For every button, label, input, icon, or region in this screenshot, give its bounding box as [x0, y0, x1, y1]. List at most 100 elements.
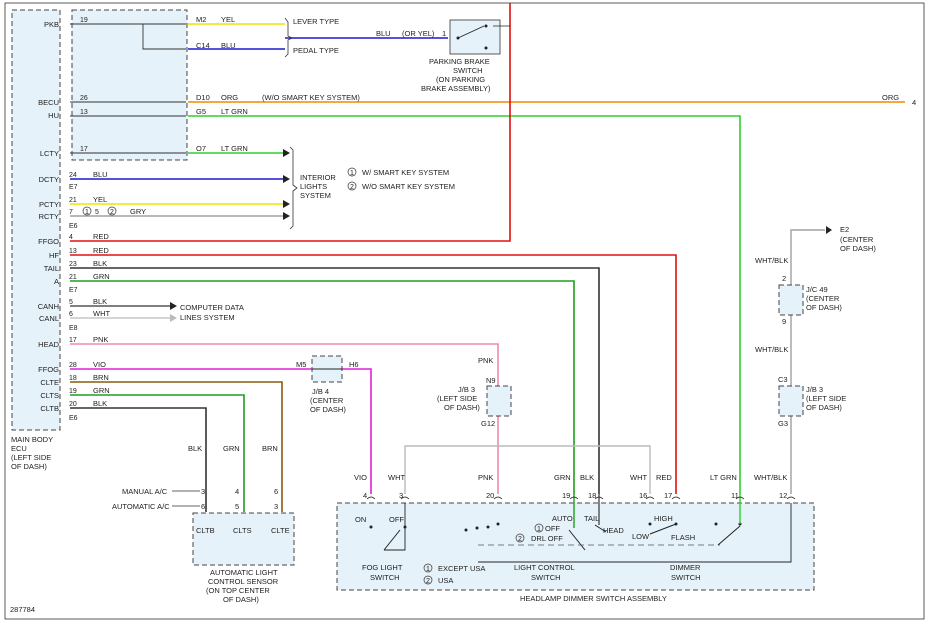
- wire-color: GRN: [223, 444, 240, 453]
- computer-data-label: COMPUTER DATA: [180, 303, 244, 312]
- ecu-pin-clte: CLTE: [40, 378, 59, 387]
- wire-color: BLU: [93, 170, 108, 179]
- automatic-ac-label: AUTOMATIC A/C: [112, 502, 170, 511]
- jb3-left-box: [487, 386, 511, 416]
- canl-arrow: [170, 314, 177, 322]
- pin-num: 21: [69, 274, 77, 281]
- ecu-pin-dcty: DCTY: [39, 175, 59, 184]
- smart-key-legend-1: W/ SMART KEY SYSTEM: [362, 168, 449, 177]
- pin-num: 13: [80, 109, 88, 116]
- smart-key-note: (W/O SMART KEY SYSTEM): [262, 93, 360, 102]
- hs-pin: 12: [779, 491, 787, 500]
- wire-color: WHT/BLK: [755, 345, 788, 354]
- dimmer-low: LOW: [632, 532, 650, 541]
- wire-hf: [70, 254, 677, 494]
- ecu-pin-becu: BECU: [38, 98, 59, 107]
- jb-d10: D10: [196, 93, 210, 102]
- ecu-pin-hu: HU: [48, 111, 59, 120]
- junction-box: [72, 10, 187, 160]
- wire-cltb: [70, 407, 207, 512]
- wire-head: [70, 343, 499, 494]
- dimmer-label: DIMMER: [670, 563, 701, 572]
- wire-color: WHT: [630, 473, 647, 482]
- jb3-right-label: J/B 3: [806, 385, 823, 394]
- circled-1: 1: [85, 209, 89, 216]
- pedal-type-label: PEDAL TYPE: [293, 46, 339, 55]
- sensor-pin: 4: [235, 487, 239, 496]
- jb-m2: M2: [196, 15, 206, 24]
- hs-wire-colors: VIO WHT PNK GRN BLK WHT RED LT GRN WHT/B…: [354, 473, 787, 482]
- legend-usa: USA: [438, 576, 453, 585]
- diagram-frame: [4, 2, 925, 620]
- ecu-pin-ffgo: FFGO: [38, 237, 59, 246]
- circled-2: 2: [518, 536, 522, 543]
- jb3-right-label: OF DASH): [806, 403, 842, 412]
- jb-o7: O7: [196, 144, 206, 153]
- ecu-pin-canh: CANH: [38, 302, 59, 311]
- ecu-pin-ffog: FFOG: [38, 365, 59, 374]
- wire-color: RED: [93, 232, 109, 241]
- wire-clte: [70, 381, 283, 512]
- jb4-out: H6: [349, 360, 359, 369]
- light-control-sensor: [193, 513, 294, 565]
- ecu-label-line: MAIN BODY: [11, 435, 53, 444]
- wire-color: VIO: [93, 360, 106, 369]
- circled-2: 2: [426, 578, 430, 585]
- lcs-tail: TAIL: [584, 514, 599, 523]
- ecu-pin-rcty: RCTY: [39, 212, 59, 221]
- smart-key-legend-2: W/O SMART KEY SYSTEM: [362, 182, 455, 191]
- circled-1: 1: [426, 566, 430, 573]
- ecu-label-line: ECU: [11, 444, 27, 453]
- jb4-label: OF DASH): [310, 405, 346, 414]
- wire-wht-loop: [404, 445, 651, 494]
- ground-label: (CENTER: [840, 235, 874, 244]
- legend-except-usa: EXCEPT USA: [438, 564, 485, 573]
- sensor-label: CONTROL SENSOR: [208, 577, 279, 586]
- ground-id: E2: [840, 225, 849, 234]
- hs-pin: 19: [562, 491, 570, 500]
- wire-color: LT GRN: [710, 473, 737, 482]
- ground-label: OF DASH): [840, 244, 876, 253]
- jb3-label: J/B 3: [458, 385, 475, 394]
- wire-color: BLK: [93, 297, 107, 306]
- wire-color: RED: [93, 246, 109, 255]
- pin-num: 24: [69, 172, 77, 179]
- pkb-wire-note: (OR YEL): [402, 29, 435, 38]
- connector-id: E7: [69, 184, 78, 191]
- wire-color: GRN: [93, 272, 110, 281]
- wire-color: BRN: [262, 444, 278, 453]
- jb3-right-bottom: G3: [778, 419, 788, 428]
- circled-2: 2: [110, 209, 114, 216]
- wire-color: GRN: [554, 473, 571, 482]
- connector-id: E7: [69, 287, 78, 294]
- interior-label: INTERIOR: [300, 173, 336, 182]
- assembly-title: HEADLAMP DIMMER SWITCH ASSEMBLY: [520, 594, 667, 603]
- ecu-pin-tail: TAIL: [44, 264, 59, 273]
- pin-num: 6: [69, 311, 73, 318]
- connector-id: E8: [69, 325, 78, 332]
- wire-color: WHT/BLK: [755, 256, 788, 265]
- ecu-pin-labels: PKB BECU HU LCTY DCTY PCTY RCTY FFGO HF …: [38, 20, 60, 413]
- headlamp-switch-assembly: [337, 503, 814, 590]
- wire-color: YEL: [221, 15, 235, 24]
- hs-pin: 11: [731, 491, 739, 500]
- sensor-pin: 6: [201, 502, 205, 511]
- connector-marks: [366, 496, 796, 500]
- diagram-id: 287784: [10, 605, 35, 614]
- wire-tail: [70, 267, 600, 494]
- lcs-head: HEAD: [603, 526, 624, 535]
- ecu-label-line: OF DASH): [11, 462, 47, 471]
- lcs-off: OFF: [545, 524, 560, 533]
- wire-color: BLK: [93, 259, 107, 268]
- ecu-label: MAIN BODY ECU (LEFT SIDE OF DASH): [11, 435, 53, 471]
- sensor-pin: 3: [201, 487, 205, 496]
- hs-pin: 17: [664, 491, 672, 500]
- pin-num: 19: [80, 17, 88, 24]
- ecu-pin-head: HEAD: [38, 340, 59, 349]
- pin-num: 18: [69, 375, 77, 382]
- jb3-label: (LEFT SIDE: [437, 394, 477, 403]
- jb-c14: C14: [196, 41, 210, 50]
- wire-ffgo: [70, 3, 511, 242]
- wire-color: WHT: [93, 309, 110, 318]
- jc49-label: OF DASH): [806, 303, 842, 312]
